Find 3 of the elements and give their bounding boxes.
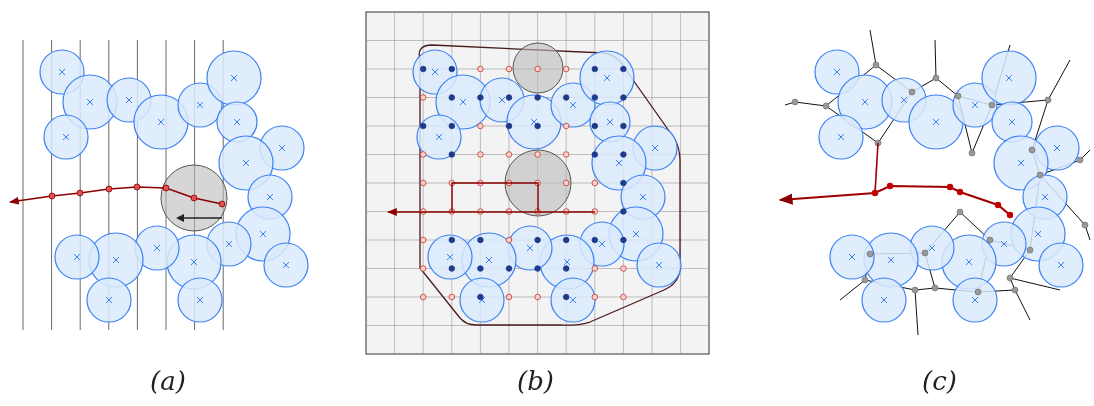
panel-label: (c) — [922, 366, 957, 396]
panel-label: (b) — [517, 366, 554, 396]
panel-label: (a) — [150, 366, 186, 396]
